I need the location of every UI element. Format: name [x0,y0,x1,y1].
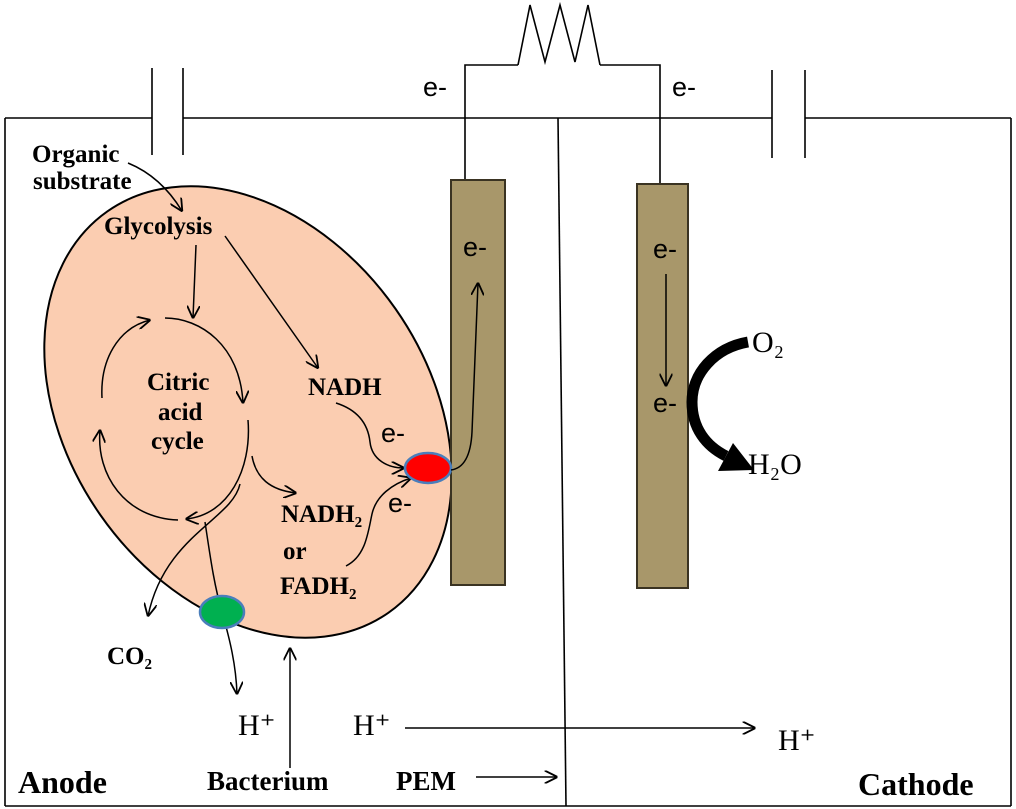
proton-target-label: H⁺ [778,724,816,757]
co2-label: CO₂ [107,643,152,670]
nadh2-label: NADH₂ [281,501,362,528]
oxygen-label: O₂ [752,326,784,359]
resistor [517,1,601,66]
or-label: or [283,538,307,565]
cycle-arc-bottom-left [100,430,179,521]
glycolysis-to-nadh-arrow [224,235,318,368]
pem-membrane-line [557,117,567,807]
fadh2-electron-label: e- [388,488,412,518]
fadh2-to-carrier-arrow [345,478,411,567]
bacterium-cell [43,185,453,639]
cathode-reaction: O₂ H₂O [686,326,802,481]
wire-electron-right: e- [672,72,696,102]
cathode-label: Cathode [858,766,974,802]
reduction-arrowhead [718,443,754,471]
anode-electron-label: e- [463,232,487,262]
cycle-arc-right-upper [164,317,243,403]
nadh-to-carrier-arrow [335,402,404,468]
substrate-label-line2: substrate [33,168,132,195]
cycle-label-line2: acid [158,399,203,426]
proton-source-label: H⁺ [353,709,391,742]
cathode-electron-bottom-label: e- [653,388,677,418]
glycolysis-label: Glycolysis [104,213,213,240]
cycle-to-nadh2-arrow [251,455,296,493]
reduction-arrow [686,336,750,461]
substrate-to-glycolysis-arrow [127,162,182,211]
bacterium-proton-label: H⁺ [238,709,276,742]
wire-electron-left: e- [423,72,447,102]
external-circuit: e- e- [423,1,696,184]
substrate-label-line1: Organic [32,141,120,168]
electron-carrier-red [403,451,453,485]
cell-housing [4,68,1012,807]
anode-electron-arrow [450,283,478,471]
cathode-electron-flow: e- e- [653,234,677,418]
nadh-electron-label: e- [381,418,405,448]
anode-electron-flow: e- [450,232,487,471]
proton-transport: H⁺ H⁺ [353,709,816,757]
cycle-to-co2-arrow [148,483,241,616]
metabolic-pathway: Organic substrate Glycolysis Citric acid… [32,141,412,742]
pem-label: PEM [396,766,456,796]
anode-electrode [450,179,506,586]
cathode-electron-top-label: e- [653,234,677,264]
cycle-label-line1: Citric [147,369,209,396]
proton-transporter-green [198,594,246,630]
cycle-arc-top [101,320,150,399]
cycle-label-line3: cycle [151,428,204,455]
cycle-arc-right-lower [186,419,250,519]
bacterium-label: Bacterium [207,766,329,796]
fadh2-label: FADH₂ [280,573,356,600]
external-wire-right [600,64,661,184]
nadh-label: NADH [308,374,382,401]
glycolysis-to-cycle-arrow [193,244,196,318]
anode-label: Anode [18,764,107,800]
water-label: H₂O [748,448,802,481]
compartment-labels: Anode Bacterium PEM Cathode [18,648,974,802]
external-wire-left [464,64,518,180]
